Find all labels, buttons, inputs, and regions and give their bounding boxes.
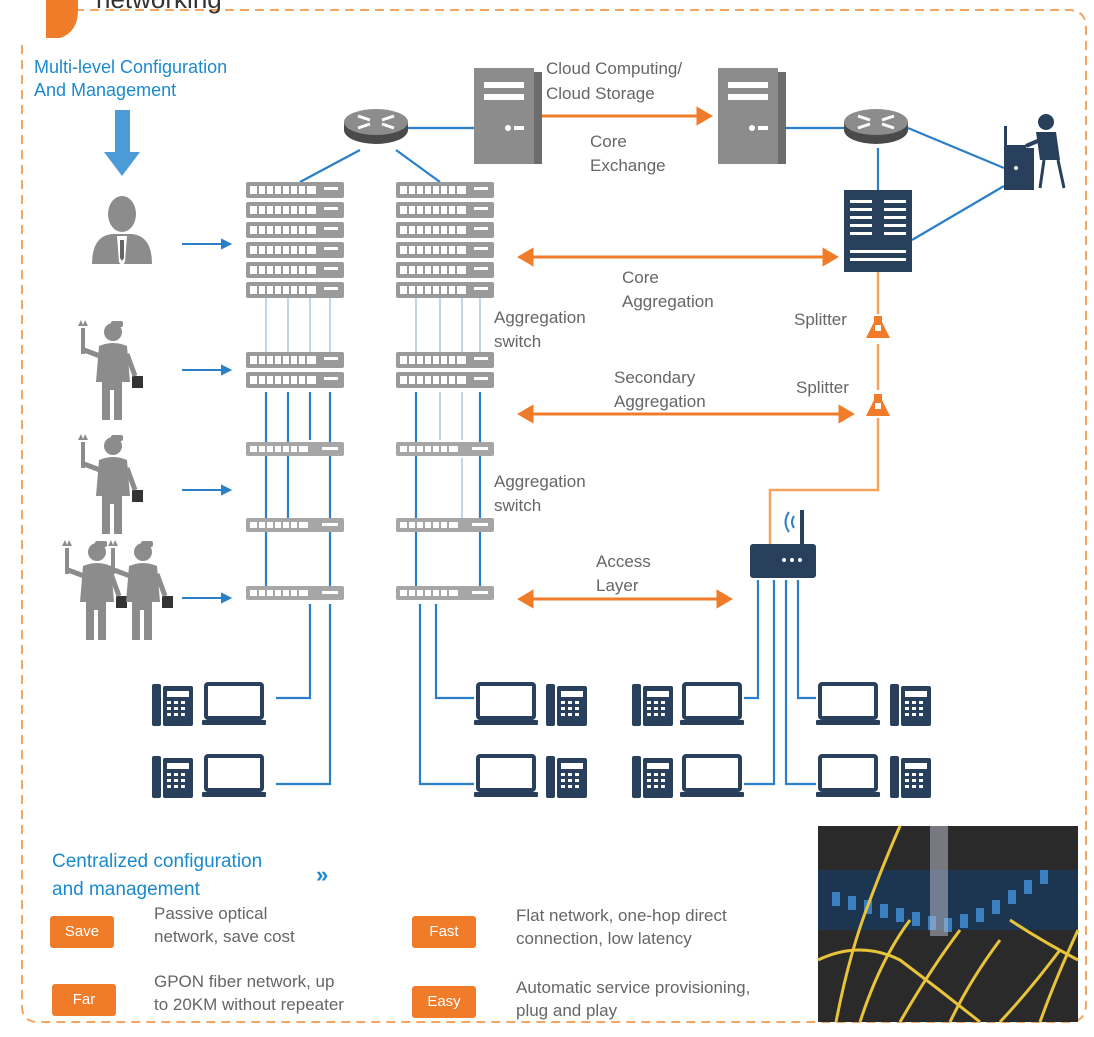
core-exchange-line2: Exchange	[590, 156, 666, 175]
far-badge: Far	[52, 984, 116, 1016]
trunk-links	[264, 392, 482, 586]
aggregation-switch-2-line1: Aggregation	[494, 472, 586, 491]
laptop-icon	[472, 682, 540, 727]
core-aggregation-line1: Core	[622, 268, 659, 287]
access-links	[276, 580, 816, 786]
easy-badge: Easy	[412, 986, 476, 1018]
management-label: Multi-level Configuration And Management	[34, 56, 227, 102]
double-arrows	[517, 106, 855, 609]
core-aggregation-label: Core Aggregation	[622, 266, 714, 314]
desk-phone-icon	[890, 684, 931, 726]
laptop-icon	[200, 754, 268, 799]
feature-fast-line2: connection, low latency	[516, 929, 692, 948]
access-layer-line2: Layer	[596, 576, 639, 595]
endpoint-devices	[152, 682, 931, 799]
splitter-label: Splitter	[794, 310, 847, 329]
core-links	[299, 126, 1005, 241]
laptop-icon	[814, 682, 882, 727]
desk-phone-icon	[152, 684, 193, 726]
core-exchange-label: Core Exchange	[590, 130, 666, 178]
server-icon	[718, 68, 786, 164]
fast-badge: Fast	[412, 916, 476, 948]
down-arrow-icon	[104, 110, 140, 176]
feature-fast-text: Flat network, one-hop direct connection,…	[516, 904, 727, 950]
save-badge: Save	[50, 916, 114, 948]
technician-icon	[78, 434, 143, 534]
desk-phone-icon	[632, 756, 673, 798]
server-icon	[474, 68, 542, 164]
technician-icon	[78, 320, 143, 420]
secondary-aggregation-line1: Secondary	[614, 368, 696, 387]
aggregation-links	[265, 298, 481, 518]
user-at-desk-icon	[1004, 114, 1066, 190]
feature-easy-text: Automatic service provisioning, plug and…	[516, 976, 750, 1022]
desk-phone-icon	[546, 684, 587, 726]
router-icon	[342, 107, 410, 146]
feature-far-line1: GPON fiber network, up	[154, 972, 335, 991]
splitter-label: Splitter	[796, 378, 849, 397]
aggregation-switch-label-2: Aggregation switch	[494, 470, 586, 518]
core-exchange-line1: Core	[590, 132, 627, 151]
management-label-line1: Multi-level Configuration	[34, 57, 228, 77]
cloud-label-line1: Cloud Computing/	[546, 59, 683, 78]
fiber-links	[768, 272, 880, 544]
management-arrows	[182, 238, 233, 604]
feature-far-line2: to 20KM without repeater	[154, 995, 344, 1014]
router-icon	[842, 107, 910, 146]
desk-phone-icon	[890, 756, 931, 798]
aggregation-switch-label: Aggregation switch	[494, 306, 586, 354]
core-aggregation-line2: Aggregation	[622, 292, 714, 311]
aggregation-switch-line1: Aggregation	[494, 308, 586, 327]
features-heading-line1: Centralized configuration	[52, 851, 263, 872]
laptop-icon	[678, 754, 746, 799]
laptop-icon	[814, 754, 882, 799]
aggregation-switch-line2: switch	[494, 332, 542, 351]
fiber-photo	[817, 825, 1080, 1024]
features-heading-line2: and management	[52, 879, 200, 900]
feature-easy-line2: plug and play	[516, 1001, 618, 1020]
header-tab	[46, 0, 78, 38]
desk-phone-icon	[632, 684, 673, 726]
wireless-ap-icon	[750, 510, 816, 578]
feature-save-line2: network, save cost	[154, 927, 295, 946]
management-label-line2: And Management	[34, 80, 177, 100]
desk-phone-icon	[546, 756, 587, 798]
secondary-aggregation-label: Secondary Aggregation	[614, 366, 706, 414]
manager-icon	[92, 196, 152, 266]
cloud-label: Cloud Computing/ Cloud Storage	[546, 56, 682, 106]
features-heading: Centralized configuration and management	[52, 848, 262, 904]
olt-rack-icon	[844, 190, 912, 272]
access-layer-label: Access Layer	[596, 550, 651, 598]
aggregation-switch-2-line2: switch	[494, 496, 542, 515]
laptop-icon	[472, 754, 540, 799]
feature-save-line1: Passive optical	[154, 904, 268, 923]
secondary-aggregation-line2: Aggregation	[614, 392, 706, 411]
double-chevron-icon: »	[316, 862, 329, 887]
desk-phone-icon	[152, 756, 193, 798]
access-layer-line1: Access	[596, 552, 651, 571]
splitter-icon	[866, 316, 890, 338]
technician-icon	[62, 540, 127, 640]
page-title: networking	[96, 0, 222, 15]
dashed-frame	[21, 9, 1087, 1023]
laptop-icon	[200, 682, 268, 727]
laptop-icon	[678, 682, 746, 727]
splitter-icon	[866, 394, 890, 416]
cloud-label-line2: Cloud Storage	[546, 84, 655, 103]
feature-far-text: GPON fiber network, up to 20KM without r…	[154, 970, 344, 1016]
feature-easy-line1: Automatic service provisioning,	[516, 978, 751, 997]
feature-save-text: Passive optical network, save cost	[154, 902, 295, 948]
feature-fast-line1: Flat network, one-hop direct	[516, 906, 727, 925]
